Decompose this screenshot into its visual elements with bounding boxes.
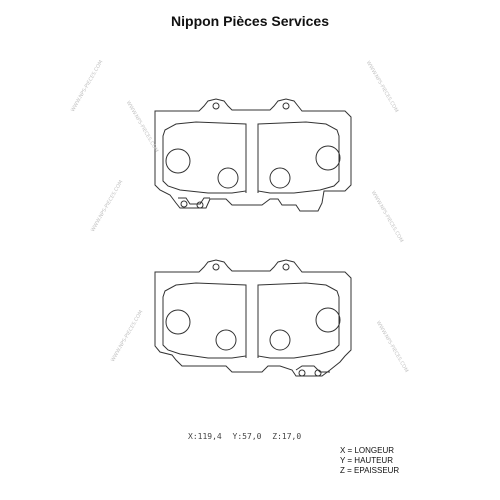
dimension-x: X:119,4 <box>188 432 222 441</box>
dimension-y: Y:57,0 <box>232 432 262 441</box>
dimension-legend: X = LONGEUR Y = HAUTEUR Z = EPAISSEUR <box>340 446 399 476</box>
pad-hole <box>215 329 237 351</box>
pad-hole <box>315 145 341 171</box>
wear-indicator <box>178 197 210 205</box>
legend-item-x: X = LONGEUR <box>340 446 395 455</box>
wear-indicator <box>295 365 330 373</box>
legend-item-z: Z = EPAISSEUR <box>340 466 400 475</box>
brake-pad-bottom <box>154 259 352 377</box>
pad-hole <box>269 167 291 189</box>
pad-hole <box>165 148 191 174</box>
brake-pad-top <box>154 98 352 212</box>
dimension-z: Z:17,0 <box>272 432 302 441</box>
friction-pad-outline <box>162 121 247 194</box>
dimensions-readout: X:119,4 Y:57,0 Z:17,0 <box>188 432 307 441</box>
backing-plate-outline <box>154 259 352 377</box>
pad-hole <box>217 167 239 189</box>
brand-title: Nippon Pièces Services <box>171 13 329 29</box>
pad-hole <box>165 309 191 335</box>
pad-hole <box>269 329 291 351</box>
friction-pad-outline-right <box>257 282 340 359</box>
backing-plate-outline <box>154 98 352 212</box>
friction-pad-outline <box>162 282 247 359</box>
legend-item-y: Y = HAUTEUR <box>340 456 393 465</box>
friction-pad-outline-right <box>257 121 340 194</box>
pad-hole <box>315 307 341 333</box>
